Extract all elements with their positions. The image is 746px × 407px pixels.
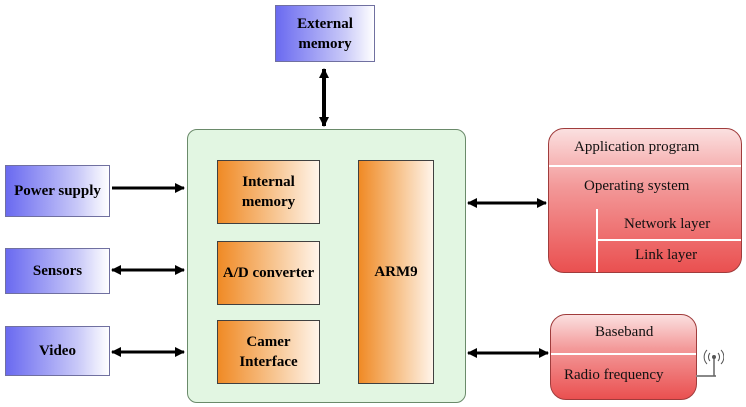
internal-memory-box: Internal memory (217, 160, 320, 224)
application-program-label: Application program (574, 139, 700, 155)
link-layer-label: Link layer (635, 247, 698, 263)
network-layer-label: Network layer (624, 216, 711, 232)
arm9-label: ARM9 (374, 264, 418, 280)
external-memory-box: External memory (275, 5, 375, 62)
baseband-label: Baseband (595, 324, 654, 340)
external-memory-label: External memory (297, 15, 353, 52)
video-box: Video (5, 326, 110, 376)
internal-memory-label: Internal memory (241, 174, 296, 210)
software-stack-box: Application program Operating system Net… (548, 128, 742, 273)
power-supply-box: Power supply (5, 165, 110, 217)
radio-frequency-label: Radio frequency (564, 367, 664, 383)
operating-system-label: Operating system (584, 178, 690, 194)
arm9-box: ARM9 (358, 160, 434, 384)
ad-converter-label: A/D converter (222, 265, 315, 281)
sensors-label: Sensors (32, 263, 83, 279)
divider (551, 353, 696, 355)
camera-interface-label: Camer Interface (239, 334, 298, 370)
sensors-box: Sensors (5, 248, 110, 294)
antenna-icon (696, 349, 724, 377)
power-supply-label: Power supply (14, 183, 101, 199)
video-label: Video (39, 343, 76, 359)
divider (596, 239, 741, 241)
radio-box: Baseband Radio frequency (550, 314, 697, 400)
divider (549, 165, 741, 167)
ad-converter-box: A/D converter (217, 241, 320, 305)
camera-interface-box: Camer Interface (217, 320, 320, 384)
divider (596, 209, 598, 272)
